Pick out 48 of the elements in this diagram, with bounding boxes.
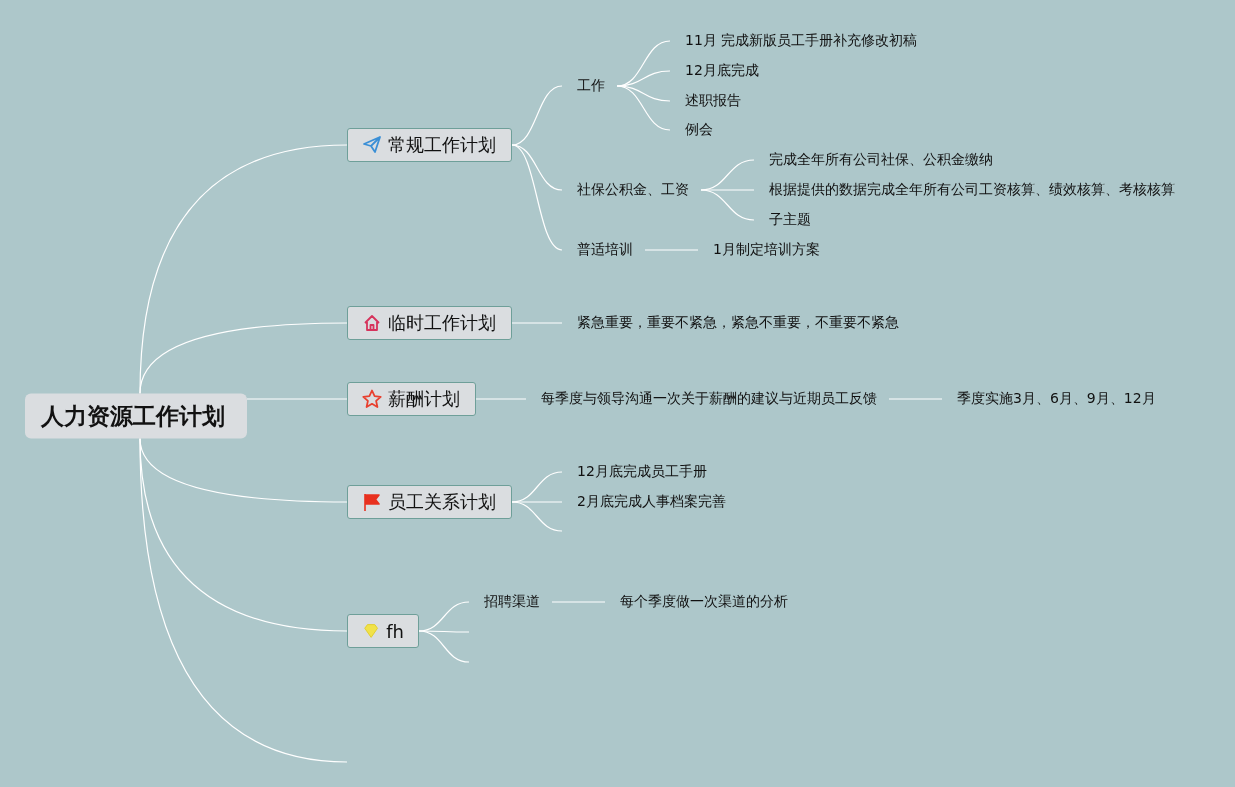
- topic-box: [347, 128, 512, 162]
- subtopic-text: 每个季度做一次渠道的分析: [605, 590, 800, 614]
- branch-line: [616, 85, 671, 131]
- branch-line: [246, 398, 348, 400]
- subtopic-text: 1月制定培训方案: [698, 238, 832, 262]
- topic-box: [347, 614, 419, 648]
- branch-line: [511, 501, 563, 503]
- branch-line: [418, 630, 470, 633]
- branch-line: [475, 398, 527, 400]
- subtopic-text: 2月底完成人事档案完善: [562, 490, 738, 514]
- topic-box: [347, 485, 512, 519]
- central-topic-box: [25, 393, 247, 439]
- branch-line: [511, 144, 563, 251]
- branch-line: [616, 70, 671, 87]
- subtopic-text: 紧急重要，重要不紧急，紧急不重要，不重要不紧急: [562, 311, 911, 335]
- branch-line: [418, 630, 470, 663]
- subtopic-text: 普适培训: [562, 238, 645, 262]
- topic-label: 人力资源工作计划: [41, 401, 225, 431]
- branch-line: [139, 437, 348, 763]
- topic-label: fh: [386, 620, 404, 642]
- subtopic-text: 根据提供的数据完成全年所有公司工资核算、绩效核算、考核核算: [754, 178, 1187, 202]
- topic-box: [347, 382, 476, 416]
- subtopic-text: 12月底完成员工手册: [562, 460, 719, 484]
- subtopic-text: 工作: [562, 74, 617, 98]
- subtopic-text: 例会: [670, 118, 725, 142]
- topic-label: 员工关系计划: [388, 490, 496, 514]
- branch-line: [700, 189, 755, 221]
- branch-line: [644, 249, 699, 251]
- subtopic-text: 招聘渠道: [469, 590, 552, 614]
- branch-line: [511, 85, 563, 146]
- branch-line: [888, 398, 943, 400]
- topic-label: 临时工作计划: [388, 311, 496, 335]
- subtopic-text: 11月 完成新版员工手册补充修改初稿: [670, 29, 930, 53]
- branch-line: [700, 189, 755, 191]
- subtopic-text: 社保公积金、工资: [562, 178, 701, 202]
- branch-line: [511, 501, 563, 532]
- topic-label: 薪酬计划: [388, 387, 460, 411]
- branch-line: [139, 322, 348, 395]
- subtopic-text: 每季度与领导沟通一次关于薪酬的建议与近期员工反馈: [526, 387, 889, 411]
- branch-line: [551, 601, 606, 603]
- subtopic-text: 12月底完成: [670, 59, 771, 83]
- subtopic-text: 述职报告: [670, 89, 753, 113]
- subtopic-text: 季度实施3月、6月、9月、12月: [942, 387, 1168, 411]
- subtopic-text: 完成全年所有公司社保、公积金缴纳: [754, 148, 1005, 172]
- topic-box: [347, 306, 512, 340]
- subtopic-text: 子主题: [754, 208, 823, 232]
- topic-label: 常规工作计划: [388, 133, 496, 157]
- branch-line: [511, 322, 563, 324]
